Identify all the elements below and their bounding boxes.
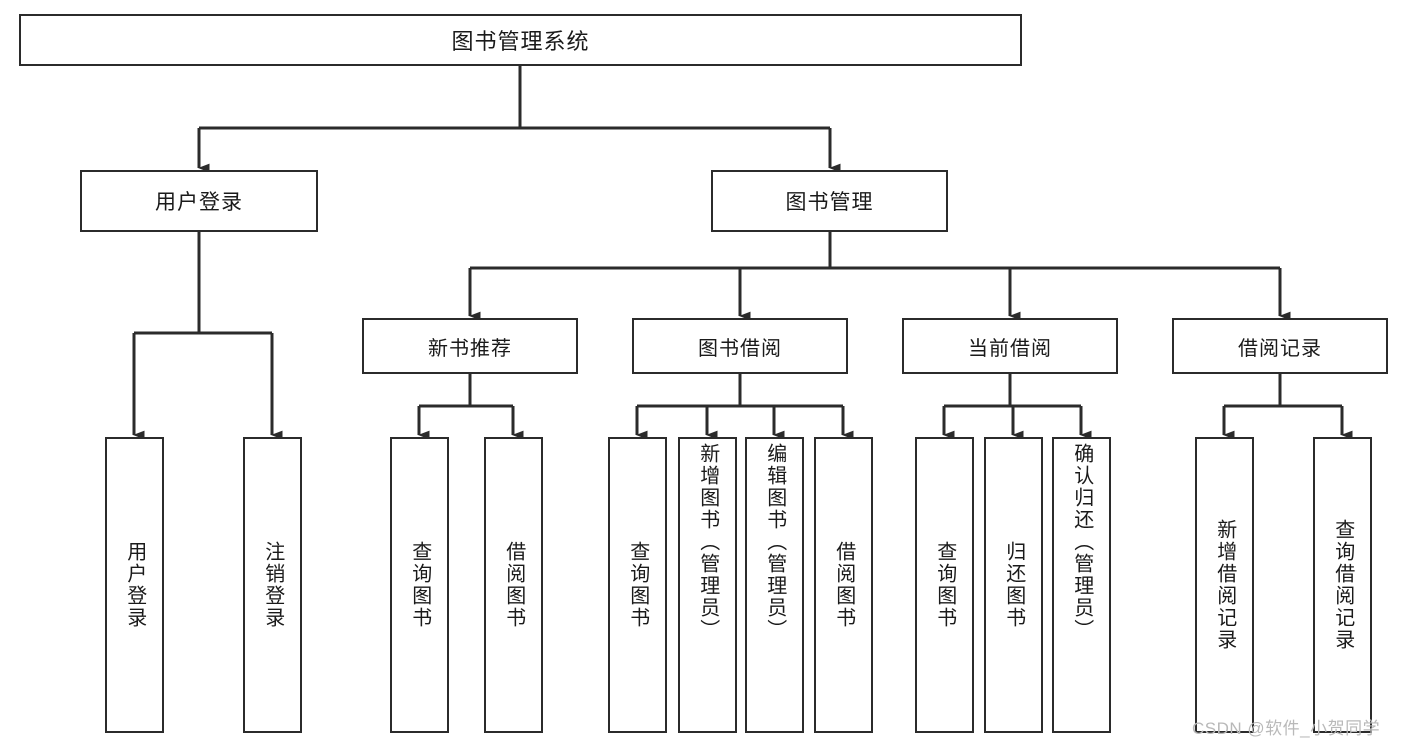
node-label: 用户登录: [155, 191, 243, 214]
leaf-query-book-new-rec[interactable]: 查询图书: [390, 437, 449, 733]
leaf-label: 新增借阅记录: [1213, 519, 1236, 651]
leaf-label: 归还图书: [1002, 541, 1025, 629]
leaf-add-borrow-record[interactable]: 新增借阅记录: [1195, 437, 1254, 733]
node-book-borrowing[interactable]: 图书借阅: [632, 318, 848, 374]
leaf-label: 查询图书: [626, 541, 649, 629]
leaf-label: 借阅图书: [502, 541, 525, 629]
node-label: 图书管理系统: [451, 29, 590, 54]
leaf-borrow-book-borrowing[interactable]: 借阅图书: [814, 437, 873, 733]
leaf-label: 借阅图书: [832, 541, 855, 629]
node-book-management[interactable]: 图书管理: [711, 170, 948, 232]
node-borrowing-record[interactable]: 借阅记录: [1172, 318, 1388, 374]
leaf-label: 确认归还（管理员）: [1070, 443, 1093, 641]
leaf-confirm-return-admin[interactable]: 确认归还（管理员）: [1052, 437, 1111, 733]
leaf-user-login[interactable]: 用户登录: [105, 437, 164, 733]
leaf-label: 查询图书: [933, 541, 956, 629]
node-book-management-system[interactable]: 图书管理系统: [19, 14, 1022, 66]
node-current-borrowing[interactable]: 当前借阅: [902, 318, 1118, 374]
node-label: 当前借阅: [968, 337, 1052, 360]
leaf-query-borrow-record[interactable]: 查询借阅记录: [1313, 437, 1372, 733]
leaf-return-book[interactable]: 归还图书: [984, 437, 1043, 733]
node-new-book-recommendation[interactable]: 新书推荐: [362, 318, 578, 374]
node-label: 图书管理: [785, 191, 874, 214]
leaf-label: 注销登录: [261, 541, 284, 629]
leaf-borrow-book-new-rec[interactable]: 借阅图书: [484, 437, 543, 733]
leaf-query-book-borrowing[interactable]: 查询图书: [608, 437, 667, 733]
leaf-add-book-admin[interactable]: 新增图书（管理员）: [678, 437, 737, 733]
watermark: CSDN @软件_小贺同学: [1192, 719, 1381, 738]
leaf-label: 查询借阅记录: [1331, 519, 1354, 651]
leaf-label: 编辑图书（管理员）: [763, 443, 786, 641]
node-label: 新书推荐: [428, 337, 512, 360]
leaf-edit-book-admin[interactable]: 编辑图书（管理员）: [745, 437, 804, 733]
leaf-label: 用户登录: [123, 541, 146, 629]
node-label: 图书借阅: [698, 337, 782, 360]
leaf-label: 新增图书（管理员）: [696, 443, 719, 641]
node-user-login[interactable]: 用户登录: [80, 170, 318, 232]
node-label: 借阅记录: [1238, 337, 1322, 360]
leaf-label: 查询图书: [408, 541, 431, 629]
leaf-query-book-current[interactable]: 查询图书: [915, 437, 974, 733]
leaf-logout[interactable]: 注销登录: [243, 437, 302, 733]
